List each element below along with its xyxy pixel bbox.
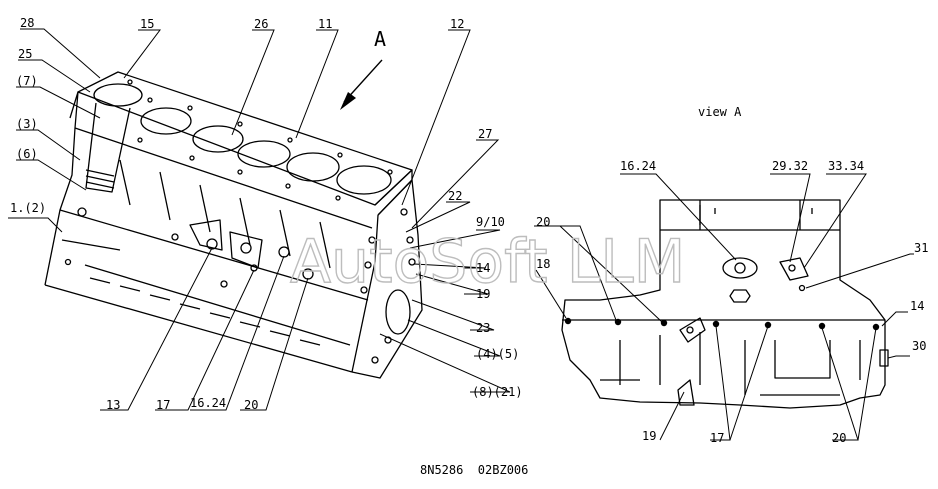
callout-30: 30 [912,339,926,353]
callout-9-10: 9/10 [476,215,505,229]
callout-4-5: (4)(5) [476,347,519,361]
callout-19-left: 19 [476,287,490,301]
callout-27: 27 [478,127,492,141]
callout-20-bottom: 20 [832,431,846,445]
view-label: view A [698,105,742,119]
callout-22: 22 [448,189,462,203]
callout-20-right: 20 [536,215,550,229]
callout-12: 12 [450,17,464,31]
callout-14-right: 14 [910,299,924,313]
callouts-left: 28 15 26 11 12 25 (7) (3) (6) 1.(2) 27 2… [10,16,523,412]
callout-20-left: 20 [244,398,258,412]
callout-25: 25 [18,47,32,61]
callout-7: (7) [16,74,38,88]
callout-18: 18 [536,257,550,271]
callout-17-right: 17 [710,431,724,445]
callout-17-left: 17 [156,398,170,412]
callout-33-34: 33.34 [828,159,864,173]
leaders-right [534,173,914,441]
footer-code: 8N5286 02BZ006 [420,463,528,477]
callout-29-32: 29.32 [772,159,808,173]
callout-28: 28 [20,16,34,30]
cylinder-block [44,71,423,379]
callout-11: 11 [318,17,332,31]
callout-31: 31 [914,241,928,255]
callouts-right: 16.24 29.32 33.34 20 18 31 14 30 19 17 2… [536,159,928,445]
callout-23: 23 [476,321,490,335]
view-a-block [561,199,889,409]
leaders-left [8,28,511,411]
callout-19-right: 19 [642,429,656,443]
callout-8-21: (8)(21) [472,385,523,399]
callout-14-left: 14 [476,261,490,275]
arrow-label: A [374,27,386,51]
callout-1: 1.(2) [10,201,46,215]
callout-3: (3) [16,117,38,131]
callout-16-24-left: 16.24 [190,396,226,410]
callout-13: 13 [106,398,120,412]
view-arrow: A [340,27,386,110]
view-a-holes [564,317,880,331]
watermark: AutoSoft LLM [290,227,685,297]
callout-15: 15 [140,17,154,31]
callout-26: 26 [254,17,268,31]
callout-6: (6) [16,147,38,161]
callout-16-24-right: 16.24 [620,159,656,173]
